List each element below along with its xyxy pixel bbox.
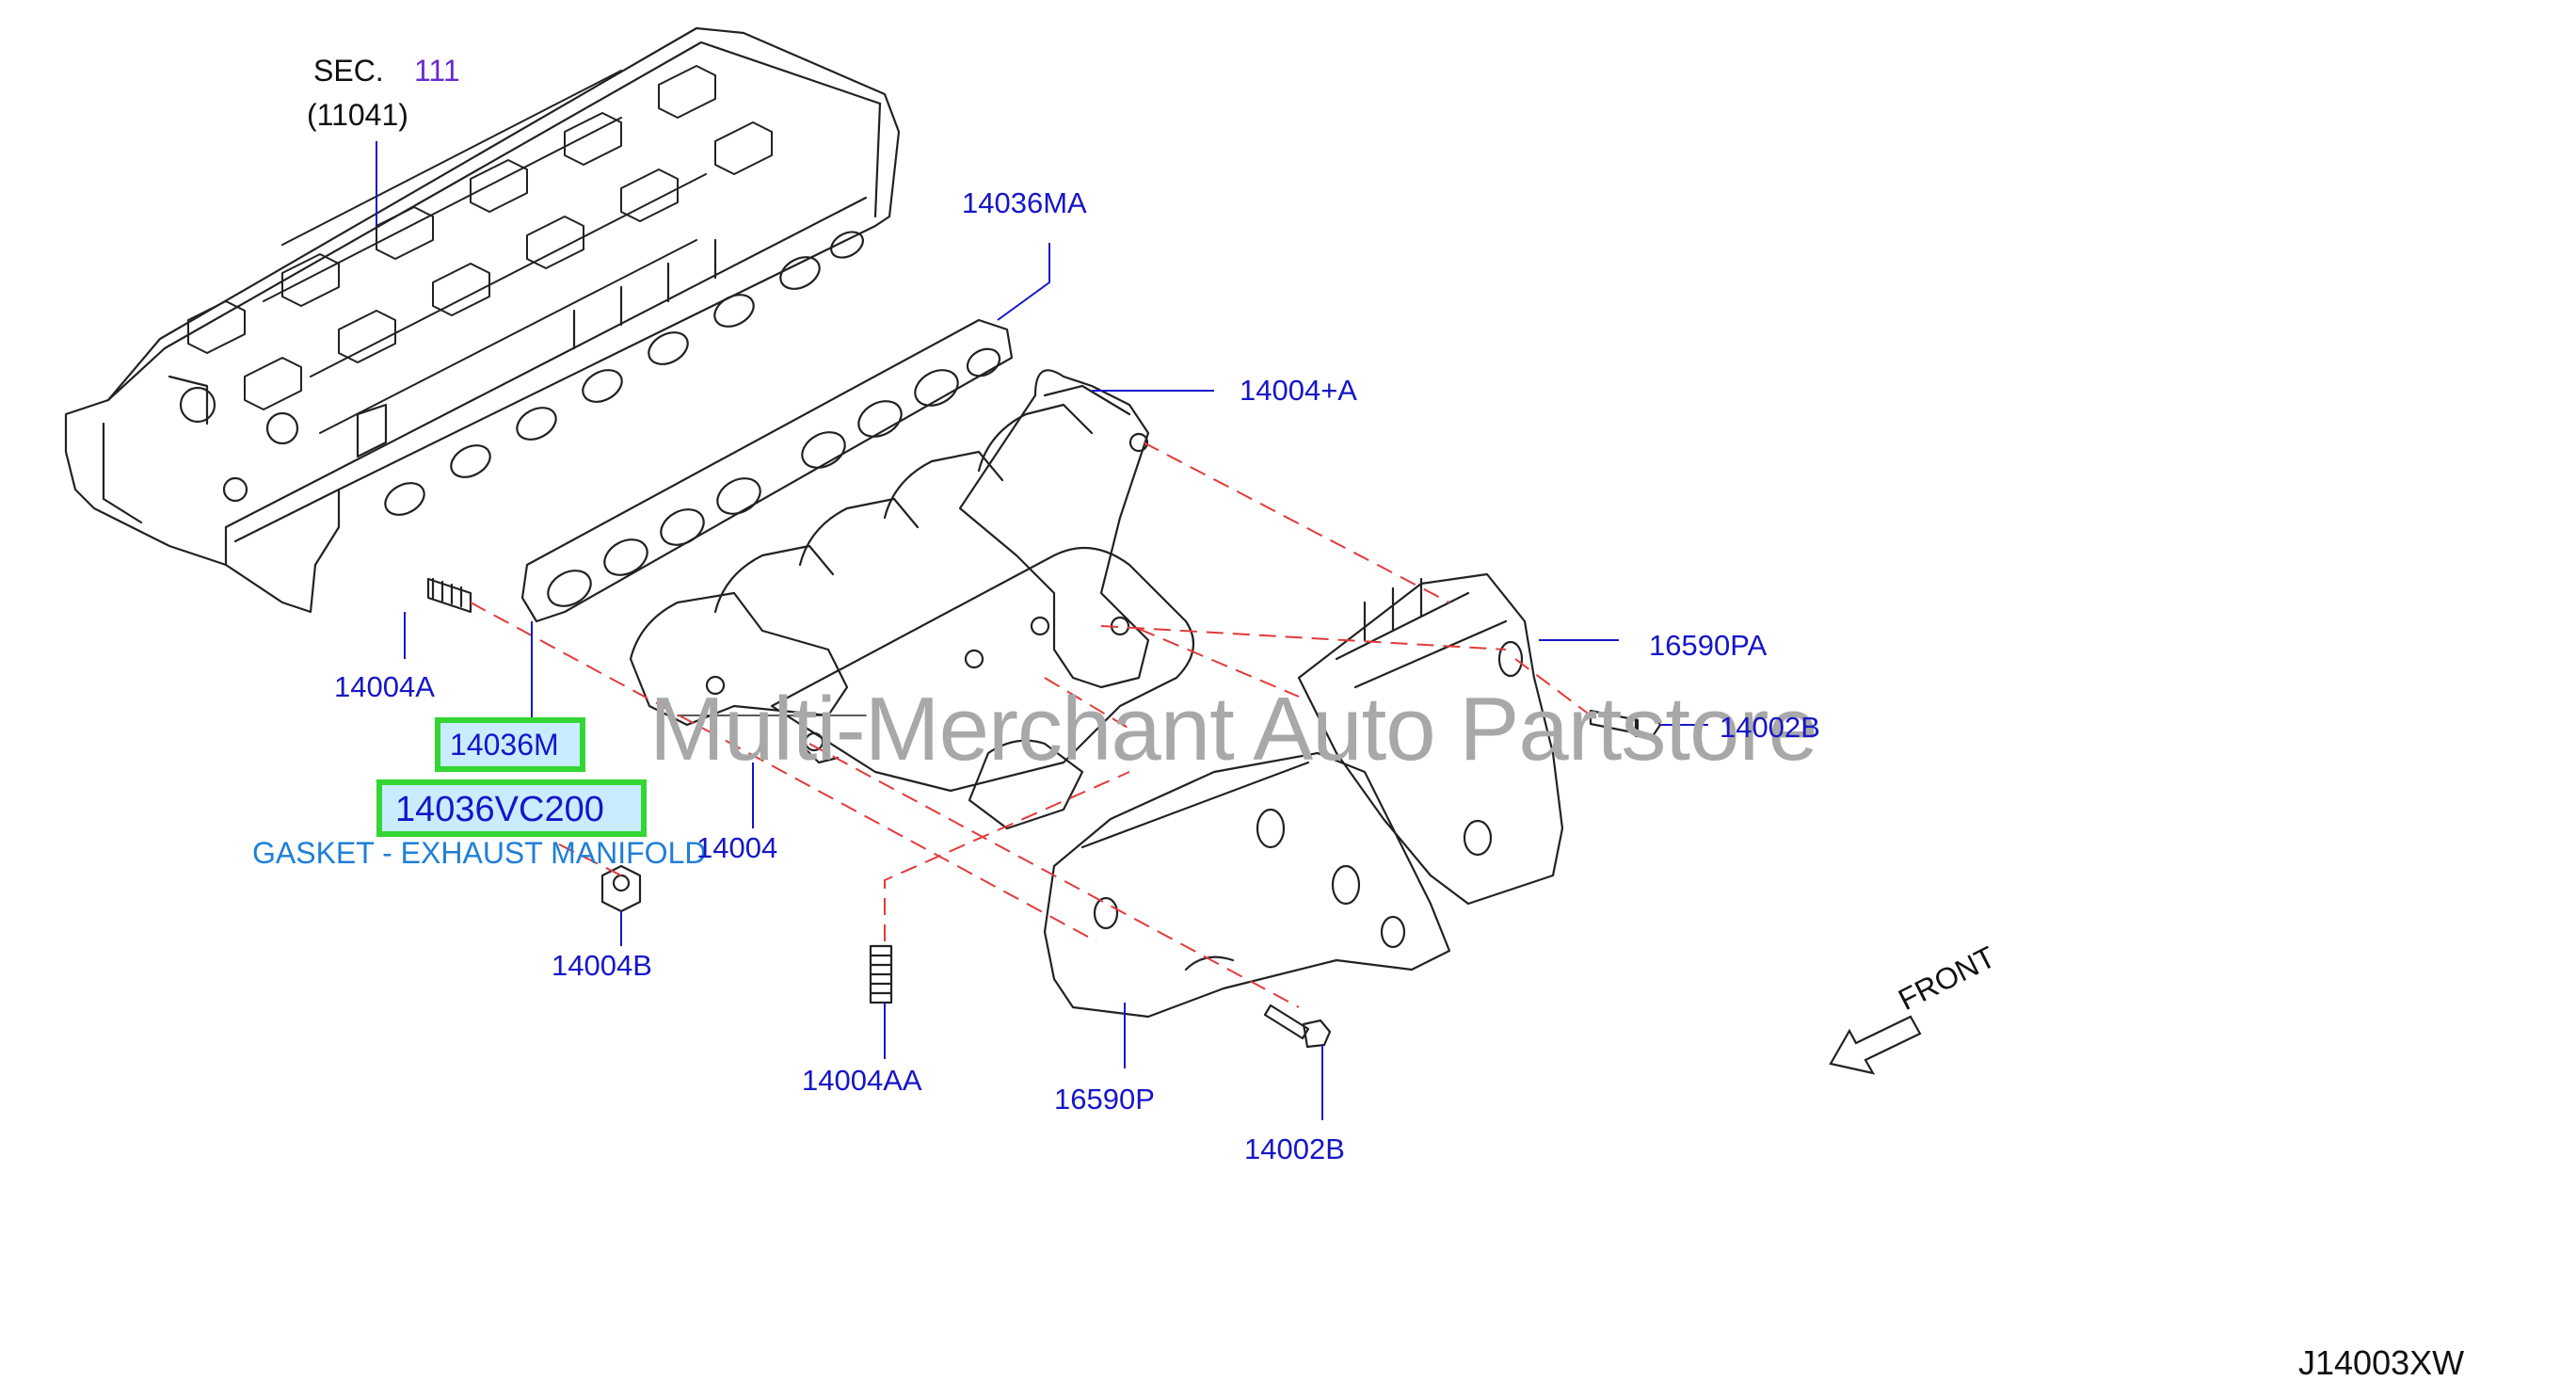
watermark: Multi-Merchant Auto Partstore (649, 679, 1818, 779)
bolt-14002B-lower (1263, 1004, 1332, 1049)
heat-insulator-upper (1297, 572, 1564, 906)
cylinder-head (64, 26, 901, 614)
callout-14004B[interactable]: 14004B (552, 949, 652, 982)
leader-lines (376, 141, 1708, 1120)
callout-14036VC200-highlight[interactable]: 14036VC200 (376, 779, 647, 837)
heat-insulator-lower (1043, 751, 1451, 1019)
callout-16590PA[interactable]: 16590PA (1649, 629, 1768, 662)
assembly-center-lines (470, 442, 1592, 1008)
front-arrow (1829, 1015, 1922, 1075)
bolt-14002B-upper (1589, 709, 1662, 738)
callout-14004-plus-A[interactable]: 14004+A (1240, 374, 1357, 407)
callout-14004A[interactable]: 14004A (334, 670, 435, 703)
callout-14036MA[interactable]: 14036MA (962, 186, 1087, 219)
stud-14004AA (869, 944, 893, 1004)
stud-14004A (426, 577, 472, 614)
callout-14036M-highlight[interactable]: 14036M (435, 717, 585, 772)
callout-14004[interactable]: 14004 (696, 831, 778, 864)
exhaust-manifold (629, 369, 1195, 830)
diagram-code: J14003XW (2298, 1343, 2465, 1382)
callout-14002B-lower[interactable]: 14002B (1244, 1132, 1345, 1165)
exhaust-manifold-gasket (520, 318, 1014, 623)
sec-reference: (11041) (307, 98, 408, 132)
callout-14036VC200[interactable]: 14036VC200 (395, 790, 604, 829)
callout-14004AA[interactable]: 14004AA (802, 1064, 922, 1097)
part-description: GASKET - EXHAUST MANIFOLD (252, 836, 707, 870)
sec-label: SEC. (313, 54, 384, 88)
callout-14002B-upper[interactable]: 14002B (1720, 711, 1820, 744)
callout-16590P[interactable]: 16590P (1054, 1083, 1155, 1116)
sec-number-link[interactable]: 111 (414, 54, 460, 88)
nut-14004B (600, 864, 642, 913)
callout-14036M[interactable]: 14036M (450, 728, 559, 762)
